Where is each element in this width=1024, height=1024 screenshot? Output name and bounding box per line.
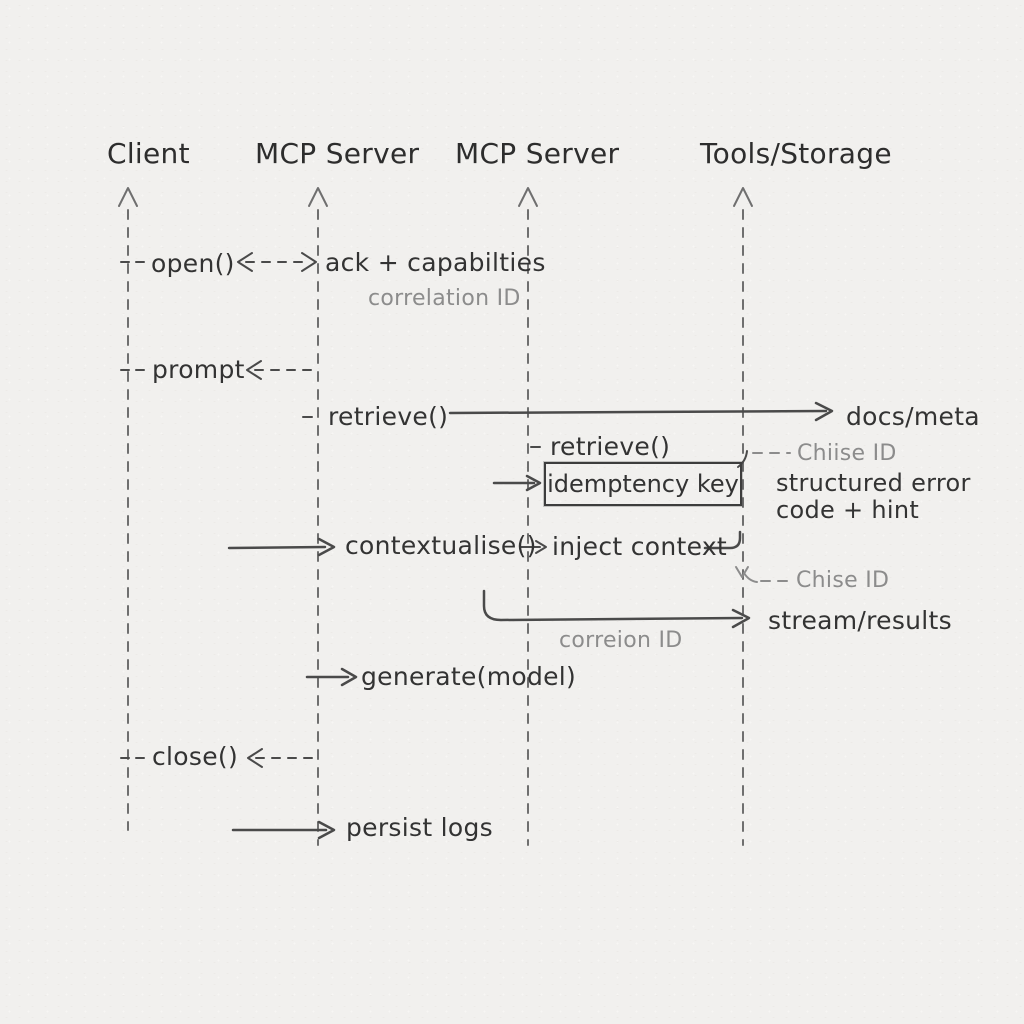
retrieve-docs-arrow: [302, 401, 834, 422]
idempotency-arrow: [492, 474, 542, 492]
idempotency-key-label: idemptency key: [547, 470, 739, 498]
note-chise-id: Chise ID: [796, 568, 890, 593]
note-code-hint: code + hint: [776, 496, 920, 524]
arrow-right-icon: [525, 474, 542, 492]
message-retrieve-1: retrieve(): [328, 402, 449, 431]
lifeline-mcp-server-2-line: [518, 187, 538, 846]
chise-note-connector: [735, 566, 793, 583]
prompt-message-arrow: [120, 360, 315, 380]
lifeline-client-line: [118, 187, 138, 831]
arrow-left-icon: [237, 252, 253, 272]
lifeline-header-client: Client: [107, 137, 190, 170]
inject-elbow-connector: [703, 530, 742, 550]
lifeline-arrow-up-icon: [518, 187, 538, 207]
persist-logs-arrow: [231, 820, 336, 840]
arrow-left-icon: [247, 748, 263, 768]
message-inject-context: inject context: [552, 532, 728, 561]
message-prompt: prompt: [152, 355, 245, 384]
label-stream-results: stream/results: [768, 606, 952, 635]
arrow-right-icon: [535, 540, 547, 554]
lifeline-tools-storage-line: [733, 187, 753, 846]
note-chiise-id: Chiise ID: [797, 441, 897, 466]
note-correion-id: correion ID: [559, 628, 683, 653]
note-correlation-id: correlation ID: [368, 286, 521, 311]
chiise-note-connector: [737, 450, 791, 468]
message-generate-model: generate(model): [361, 662, 577, 691]
lifeline-arrow-up-icon: [733, 187, 753, 207]
message-contextualise: contextualise(): [345, 531, 537, 560]
message-open: open(): [151, 249, 235, 278]
lifeline-arrow-up-icon: [118, 187, 138, 207]
generate-arrow: [305, 667, 358, 687]
arrow-right-icon: [340, 667, 358, 687]
message-ack-capabilities: ack + capabilties: [325, 248, 546, 277]
note-structured-error: structured error: [776, 469, 971, 497]
arrow-right-icon: [317, 820, 336, 840]
lifeline-mcp-server-1-line: [308, 187, 328, 846]
stream-results-arrow: [482, 589, 751, 629]
message-close: close(): [152, 742, 238, 771]
message-persist-logs: persist logs: [346, 813, 494, 842]
arrow-right-icon: [317, 537, 336, 557]
idempotency-key-box: idemptency key: [544, 462, 742, 506]
lifeline-arrow-up-icon: [308, 187, 328, 207]
arrow-right-icon: [731, 608, 751, 629]
arrow-left-icon: [246, 360, 262, 380]
close-message-arrow: [120, 748, 315, 768]
lifeline-header-mcp-server-2: MCP Server: [455, 137, 620, 170]
open-message-arrow: [120, 252, 317, 272]
arrow-right-icon: [301, 252, 317, 272]
label-docs-meta: docs/meta: [846, 402, 980, 431]
lifeline-header-tools-storage: Tools/Storage: [700, 137, 892, 170]
arrow-right-icon: [814, 401, 834, 422]
arrow-down-icon: [735, 566, 749, 578]
contextualise-arrow: [227, 537, 336, 557]
message-retrieve-2: retrieve(): [550, 432, 671, 461]
inject-context-arrow: [519, 540, 547, 554]
lifeline-header-mcp-server-1: MCP Server: [255, 137, 420, 170]
